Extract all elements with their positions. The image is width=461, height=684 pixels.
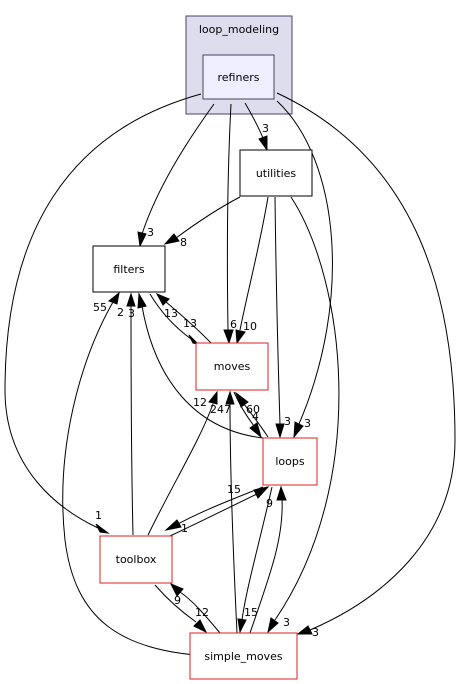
node-label: filters: [113, 263, 145, 276]
edge-label: 3: [283, 616, 290, 629]
node-simple-moves[interactable]: simple_moves: [189, 632, 298, 680]
edge-loops-toolbox[interactable]: 1: [164, 486, 264, 535]
edge-loops-simple-moves[interactable]: 9: [237, 486, 273, 634]
edge-moves-loops[interactable]: 4: [233, 391, 262, 439]
edge-label: 3: [304, 417, 311, 430]
edge-moves-filters[interactable]: 13: [155, 292, 213, 345]
edge-label: 12: [193, 396, 207, 409]
node-refiners[interactable]: refiners: [202, 54, 275, 100]
edge-label: 3: [312, 626, 319, 639]
edge-simple-moves-toolbox[interactable]: 12: [169, 583, 221, 634]
node-label: moves: [214, 360, 251, 373]
edge-refiners-simple-moves[interactable]: 3: [276, 92, 456, 639]
edge-label: 15: [244, 606, 258, 619]
edge-label: 9: [266, 497, 273, 510]
edge-label: 15: [227, 483, 241, 496]
edge-label: 12: [195, 606, 209, 619]
node-toolbox[interactable]: toolbox: [99, 535, 173, 584]
node-label: refiners: [218, 71, 260, 84]
node-label: loops: [275, 455, 304, 468]
node-moves[interactable]: moves: [195, 342, 269, 391]
edge-simple-moves-loops[interactable]: 15: [244, 485, 287, 634]
edge-toolbox-loops[interactable]: 15: [169, 483, 270, 537]
cluster-label: loop_modeling: [199, 23, 279, 36]
node-label: toolbox: [116, 553, 157, 566]
edge-label: 4: [252, 410, 259, 423]
edge-toolbox-moves[interactable]: 12: [147, 390, 218, 536]
edge-filters-moves[interactable]: 13: [149, 293, 200, 345]
edge-simple-moves-filters[interactable]: 55: [62, 291, 208, 657]
edge-label: 1: [181, 522, 188, 535]
edge-label: 8: [180, 236, 187, 249]
edge-label: 3: [262, 122, 269, 135]
node-loops[interactable]: loops: [262, 437, 318, 486]
edge-label: 13: [183, 317, 197, 330]
edge-label: 10: [243, 320, 257, 333]
edge-toolbox-simple-moves[interactable]: 9: [154, 584, 208, 634]
node-label: utilities: [256, 167, 297, 180]
edge-label: 3: [147, 226, 154, 239]
edges: 3 3 6 3 1 3: [4, 92, 456, 657]
edge-loops-moves[interactable]: 60: [234, 391, 269, 438]
edge-label: 247: [210, 403, 231, 416]
edge-refiners-loops[interactable]: 3: [276, 100, 333, 439]
edge-utilities-moves[interactable]: 10: [235, 196, 269, 345]
edge-label: 9: [174, 594, 181, 607]
edge-label: 3: [284, 415, 291, 428]
edge-label: 2: [117, 306, 124, 319]
edge-refiners-utilities[interactable]: 3: [244, 102, 269, 152]
edge-label: 1: [95, 509, 102, 522]
node-label: simple_moves: [204, 650, 283, 663]
edge-label: 55: [93, 301, 107, 314]
edge-utilities-filters[interactable]: 8: [163, 196, 241, 249]
edge-simple-moves-moves[interactable]: 247: [210, 390, 238, 634]
edge-label: 13: [164, 307, 178, 320]
edge-utilities-loops[interactable]: 3: [274, 196, 291, 439]
edge-utilities-simple-moves[interactable]: 3: [267, 196, 340, 634]
node-utilities[interactable]: utilities: [239, 149, 313, 197]
edge-refiners-filters[interactable]: 3: [137, 103, 215, 248]
edge-toolbox-filters[interactable]: 2: [117, 292, 136, 536]
edge-label: 60: [246, 403, 260, 416]
node-filters[interactable]: filters: [92, 245, 166, 293]
edge-label: 6: [230, 318, 237, 331]
edge-refiners-toolbox[interactable]: 1: [4, 93, 202, 534]
edge-refiners-moves[interactable]: 6: [223, 103, 237, 345]
